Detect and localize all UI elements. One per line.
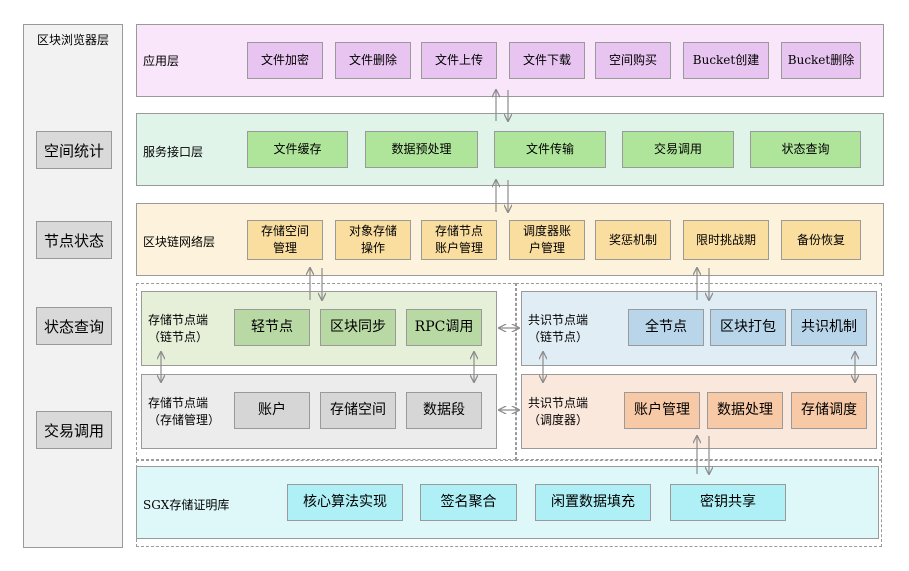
sgx-item-idle-fill: 闲置数据填充 [535, 484, 651, 521]
consensus-sched-item-account: 账户管理 [624, 392, 700, 429]
consensus-chain-item-consensus: 共识机制 [791, 309, 867, 346]
storage-chain-node-label: 存储节点端 （链节点） [148, 313, 209, 344]
sgx-item-core-algo: 核心算法实现 [287, 484, 403, 521]
consensus-sched-item-data: 数据处理 [707, 392, 783, 429]
browser-layer-panel: 区块浏览器层 空间统计 节点状态 状态查询 交易调用 [23, 24, 123, 548]
sidebar-item-tx-invoke[interactable]: 交易调用 [36, 411, 112, 449]
consensus-node-group [516, 283, 882, 460]
chain-item-backup: 备份恢复 [781, 220, 861, 260]
chain-item-object-ops: 对象存储 操作 [335, 220, 411, 260]
service-item-tx: 交易调用 [622, 131, 734, 168]
app-item-download: 文件下载 [509, 42, 585, 79]
consensus-chain-item-block-pack: 区块打包 [710, 309, 786, 346]
sidebar-item-space-stats[interactable]: 空间统计 [36, 131, 112, 169]
chain-item-scheduler-account: 调度器账 户管理 [509, 220, 585, 260]
chain-item-reward-penalty: 奖惩机制 [595, 220, 671, 260]
sidebar-item-node-status[interactable]: 节点状态 [36, 221, 112, 259]
consensus-chain-item-full-node: 全节点 [628, 309, 704, 346]
storage-node-group [136, 283, 516, 460]
consensus-chain-node-label: 共识节点端 （链节点） [528, 313, 589, 344]
storage-chain-item-light-node: 轻节点 [234, 309, 310, 346]
app-item-encrypt: 文件加密 [247, 42, 323, 79]
consensus-sched-item-storage: 存储调度 [791, 392, 867, 429]
storage-mgmt-item-account: 账户 [234, 392, 310, 429]
service-item-cache: 文件缓存 [247, 131, 348, 168]
browser-layer-title: 区块浏览器层 [36, 33, 109, 47]
app-item-upload: 文件上传 [421, 42, 497, 79]
app-item-buy-space: 空间购买 [595, 42, 671, 79]
sidebar-item-status-query[interactable]: 状态查询 [36, 307, 112, 345]
storage-chain-item-block-sync: 区块同步 [320, 309, 396, 346]
sgx-layer-label: SGX存储证明库 [143, 498, 230, 512]
chain-item-space-mgmt: 存储空间 管理 [247, 220, 323, 260]
storage-mgmt-item-space: 存储空间 [320, 392, 396, 429]
chain-layer-label: 区块链网络层 [143, 235, 216, 249]
sgx-item-key-share: 密钥共享 [670, 484, 786, 521]
storage-mgmt-item-segment: 数据段 [406, 392, 482, 429]
chain-item-storage-account: 存储节点 账户管理 [421, 220, 497, 260]
service-layer-label: 服务接口层 [143, 145, 204, 159]
service-item-status: 状态查询 [750, 131, 861, 168]
app-layer-label: 应用层 [143, 54, 180, 68]
chain-item-challenge: 限时挑战期 [683, 220, 769, 260]
app-item-bucket-delete: Bucket删除 [781, 42, 861, 79]
app-item-bucket-create: Bucket创建 [683, 42, 769, 79]
sgx-item-sig-aggregate: 签名聚合 [420, 484, 517, 521]
consensus-scheduler-label: 共识节点端 （调度器） [528, 396, 589, 427]
app-item-delete: 文件删除 [335, 42, 411, 79]
storage-chain-item-rpc: RPC调用 [406, 309, 482, 346]
service-item-preprocess: 数据预处理 [365, 131, 478, 168]
service-item-transfer: 文件传输 [494, 131, 606, 168]
storage-mgmt-label: 存储节点端 （存储管理） [148, 396, 221, 427]
